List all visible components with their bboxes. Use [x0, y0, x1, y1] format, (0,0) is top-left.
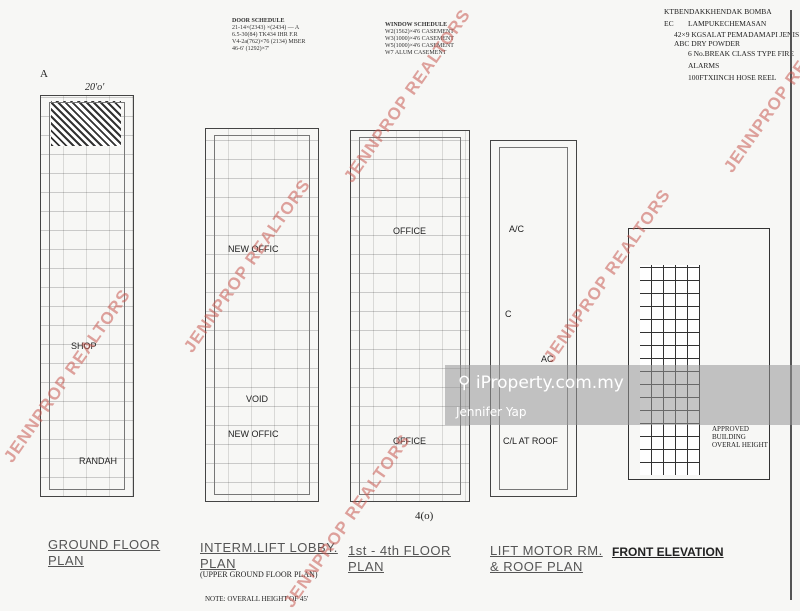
room-label: VOID [246, 394, 269, 404]
ground-floor-plan: SHOP RANDAH [40, 95, 134, 497]
section-mark: A [40, 68, 48, 80]
room-label: OFFICE [393, 226, 426, 236]
height-note: NOTE: OVERALL HEIGHT OF 45' [205, 595, 309, 603]
hatched-area [51, 101, 121, 146]
typical-floor-plan: OFFICE OFFICE [350, 130, 470, 502]
legend-item: 100FTXIINCH HOSE REEL [688, 73, 777, 82]
legend-item: 6 No.BREAK CLASS TYPE FIRE ALARMS [688, 49, 794, 70]
dimension-label: 20'o' [85, 82, 105, 93]
listing-overlay [445, 365, 800, 425]
front-elevation-drawing [628, 228, 770, 480]
room-label: RANDAH [79, 456, 118, 466]
room-label: SHOP [71, 341, 97, 351]
legend-item: 42×9 KGSALAT PEMADAMAPI JENIS ABC DRY PO… [674, 30, 800, 48]
brand-watermark: ⚲ iProperty.com.my [458, 373, 624, 393]
room-label: A/C [509, 224, 525, 234]
room-label: C/L AT ROOF [503, 436, 558, 446]
border-line [790, 10, 792, 600]
grid-mark: 4(o) [415, 510, 434, 522]
room-label: NEW OFFIC [228, 244, 279, 254]
plan-subtitle: (UPPER GROUND FLOOR PLAN) [200, 570, 318, 579]
room-label: AC [541, 354, 554, 364]
location-pin-icon: ⚲ [458, 373, 471, 393]
room-label: NEW OFFIC [228, 429, 279, 439]
elevation-note: APPROVED BUILDING OVERAL HEIGHT [712, 425, 768, 449]
window-schedule-title: WINDOW SCHEDULE [385, 22, 448, 28]
agent-name: Jennifer Yap [456, 405, 527, 419]
front-elevation-title: FRONT ELEVATION [612, 545, 724, 559]
intermediate-plan-title: INTERM.LIFT LOBBY.PLAN [200, 540, 338, 571]
intermediate-lift-lobby-plan: NEW OFFIC VOID NEW OFFIC [205, 128, 319, 502]
room-label: OFFICE [393, 436, 426, 446]
roof-plan: A/C C AC C/L AT ROOF [490, 140, 577, 497]
roof-plan-title: LIFT MOTOR RM.& ROOF PLAN [490, 543, 603, 574]
room-label: C [505, 309, 512, 319]
door-schedule-title: DOOR SCHEDULE [232, 18, 285, 24]
legend-title: KTBENDAKKHENDAK BOMBA [664, 7, 772, 16]
